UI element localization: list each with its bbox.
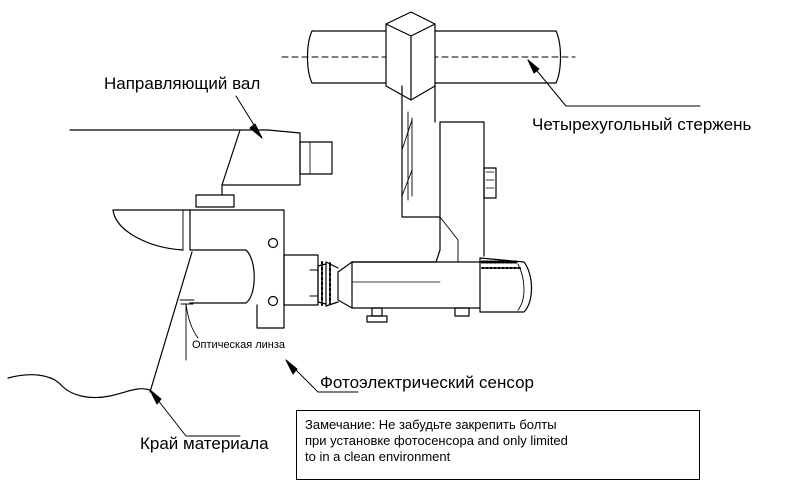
sensor-housing [283,254,533,323]
leader-lines [149,59,701,437]
photo-sensor-label: Фотоэлектрический сенсор [320,373,535,392]
material-edge-label: Край материала [140,434,269,453]
square-rod [281,11,576,101]
optical-lens-label: Оптическая линза [190,339,288,352]
material-sheet [7,251,193,399]
vertical-post [351,85,497,263]
note-line: to in a clean environment [305,449,451,464]
guide-shaft-label: Направляющий вал [104,74,261,93]
lens-bracket [112,209,285,361]
square-rod-label: Четырехугольный стержень [532,115,752,134]
note-line: при установке фотосенсора and only limit… [305,433,568,448]
note-box: Замечание: Не забудьте закрепить болты п… [296,410,700,480]
guide-shaft [69,129,333,208]
note-line: Замечание: Не забудьте закрепить болты [305,417,557,432]
